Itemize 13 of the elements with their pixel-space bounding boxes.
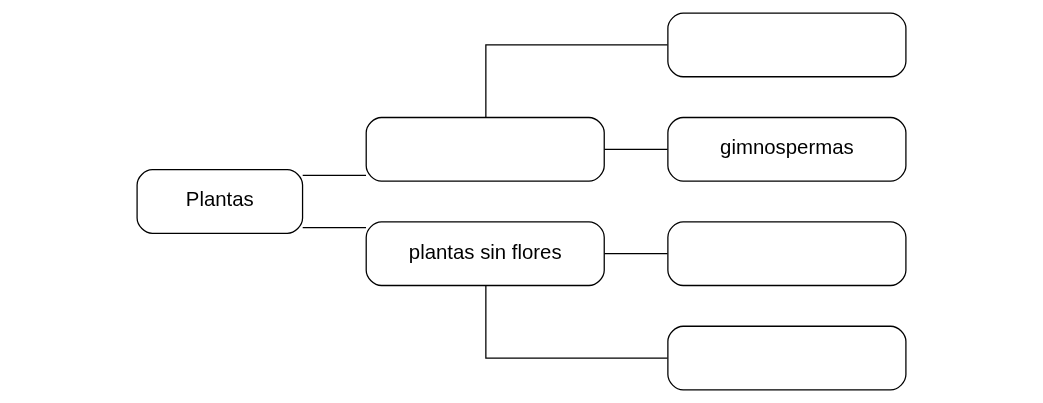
connector [302, 174, 367, 177]
node-box [667, 325, 907, 391]
node-box: gimnospermas [667, 116, 907, 182]
node-box: plantas sin flores [365, 221, 605, 287]
connector [485, 44, 669, 119]
connector [485, 284, 669, 359]
node-box [667, 221, 907, 287]
node-box: Plantas [136, 169, 304, 234]
node-box [365, 116, 605, 182]
node-box [667, 12, 907, 78]
connector [603, 253, 669, 255]
connector [302, 226, 367, 229]
connector [603, 148, 669, 150]
